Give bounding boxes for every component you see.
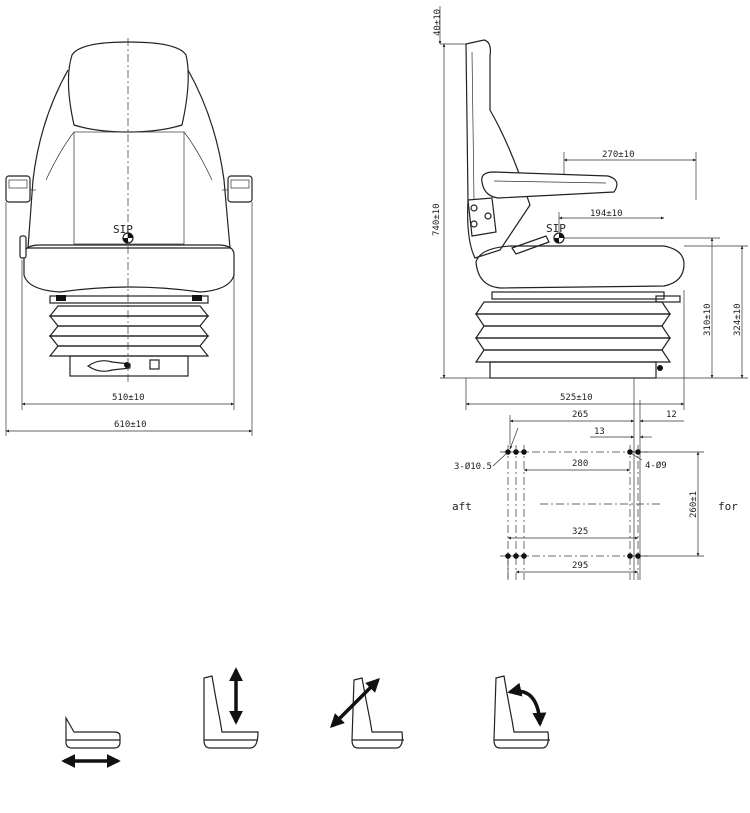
front-left-armrest <box>5 175 36 203</box>
front-width-outer-dim: 610±10 <box>114 420 147 430</box>
mount-dim-13: 13 <box>594 427 605 437</box>
side-backrest <box>465 39 531 259</box>
side-total-height-dim: 740±10 <box>432 203 442 236</box>
side-bellows <box>474 301 672 363</box>
mount-dim-265: 265 <box>572 410 588 420</box>
mount-dim-12: 12 <box>666 410 677 420</box>
front-cushion <box>23 244 235 293</box>
mount-dim-260: 260±1 <box>689 491 699 518</box>
fore-aft-adjust-icon <box>61 715 121 768</box>
mount-holes-right <box>627 449 641 559</box>
front-sip-label: SIP <box>113 223 133 236</box>
mounting-plan: 265 12 13 <box>452 378 738 580</box>
side-top-offset-dim: 40±10 <box>433 9 443 36</box>
side-view: SIP 40±10 740±10 270±10 194±10 310±10 32… <box>432 6 748 410</box>
side-cushion-height-dim: 324±10 <box>733 303 743 336</box>
mount-dim-295: 295 <box>572 561 588 571</box>
side-sip-height-dim: 310±10 <box>703 303 713 336</box>
side-base <box>489 361 657 379</box>
side-cushion <box>475 245 685 289</box>
mount-holes-right-label: 4-Ø9 <box>645 460 667 471</box>
side-slide-rail <box>491 291 665 300</box>
front-base <box>69 355 189 377</box>
front-slide-rail <box>49 295 209 304</box>
front-width-inner-dim: 510±10 <box>112 393 145 403</box>
side-armrest-bracket <box>467 197 497 237</box>
mount-aft-label: aft <box>452 500 472 513</box>
mount-dim-280: 280 <box>572 459 588 469</box>
height-adjust-icon <box>203 667 259 749</box>
front-right-armrest <box>222 175 253 203</box>
mount-holes-left-label: 3-Ø10.5 <box>454 461 492 472</box>
mount-holes-left <box>505 449 527 559</box>
backrest-tilt-icon <box>330 677 404 749</box>
mount-dim-325: 325 <box>572 527 588 537</box>
front-bellows <box>48 305 210 357</box>
backrest-recline-icon <box>493 675 550 749</box>
front-backrest <box>27 69 231 249</box>
front-view: SIP 510±10 610±10 <box>5 38 253 436</box>
side-armrest-length-dim: 270±10 <box>602 150 635 160</box>
front-backrest-panel <box>73 131 185 245</box>
side-armrest <box>481 171 618 199</box>
side-depth-dim: 525±10 <box>560 393 593 403</box>
side-sip-label: SIP <box>546 222 566 235</box>
side-sip-front-dim: 194±10 <box>590 209 623 219</box>
mount-fore-label: for <box>718 500 738 513</box>
